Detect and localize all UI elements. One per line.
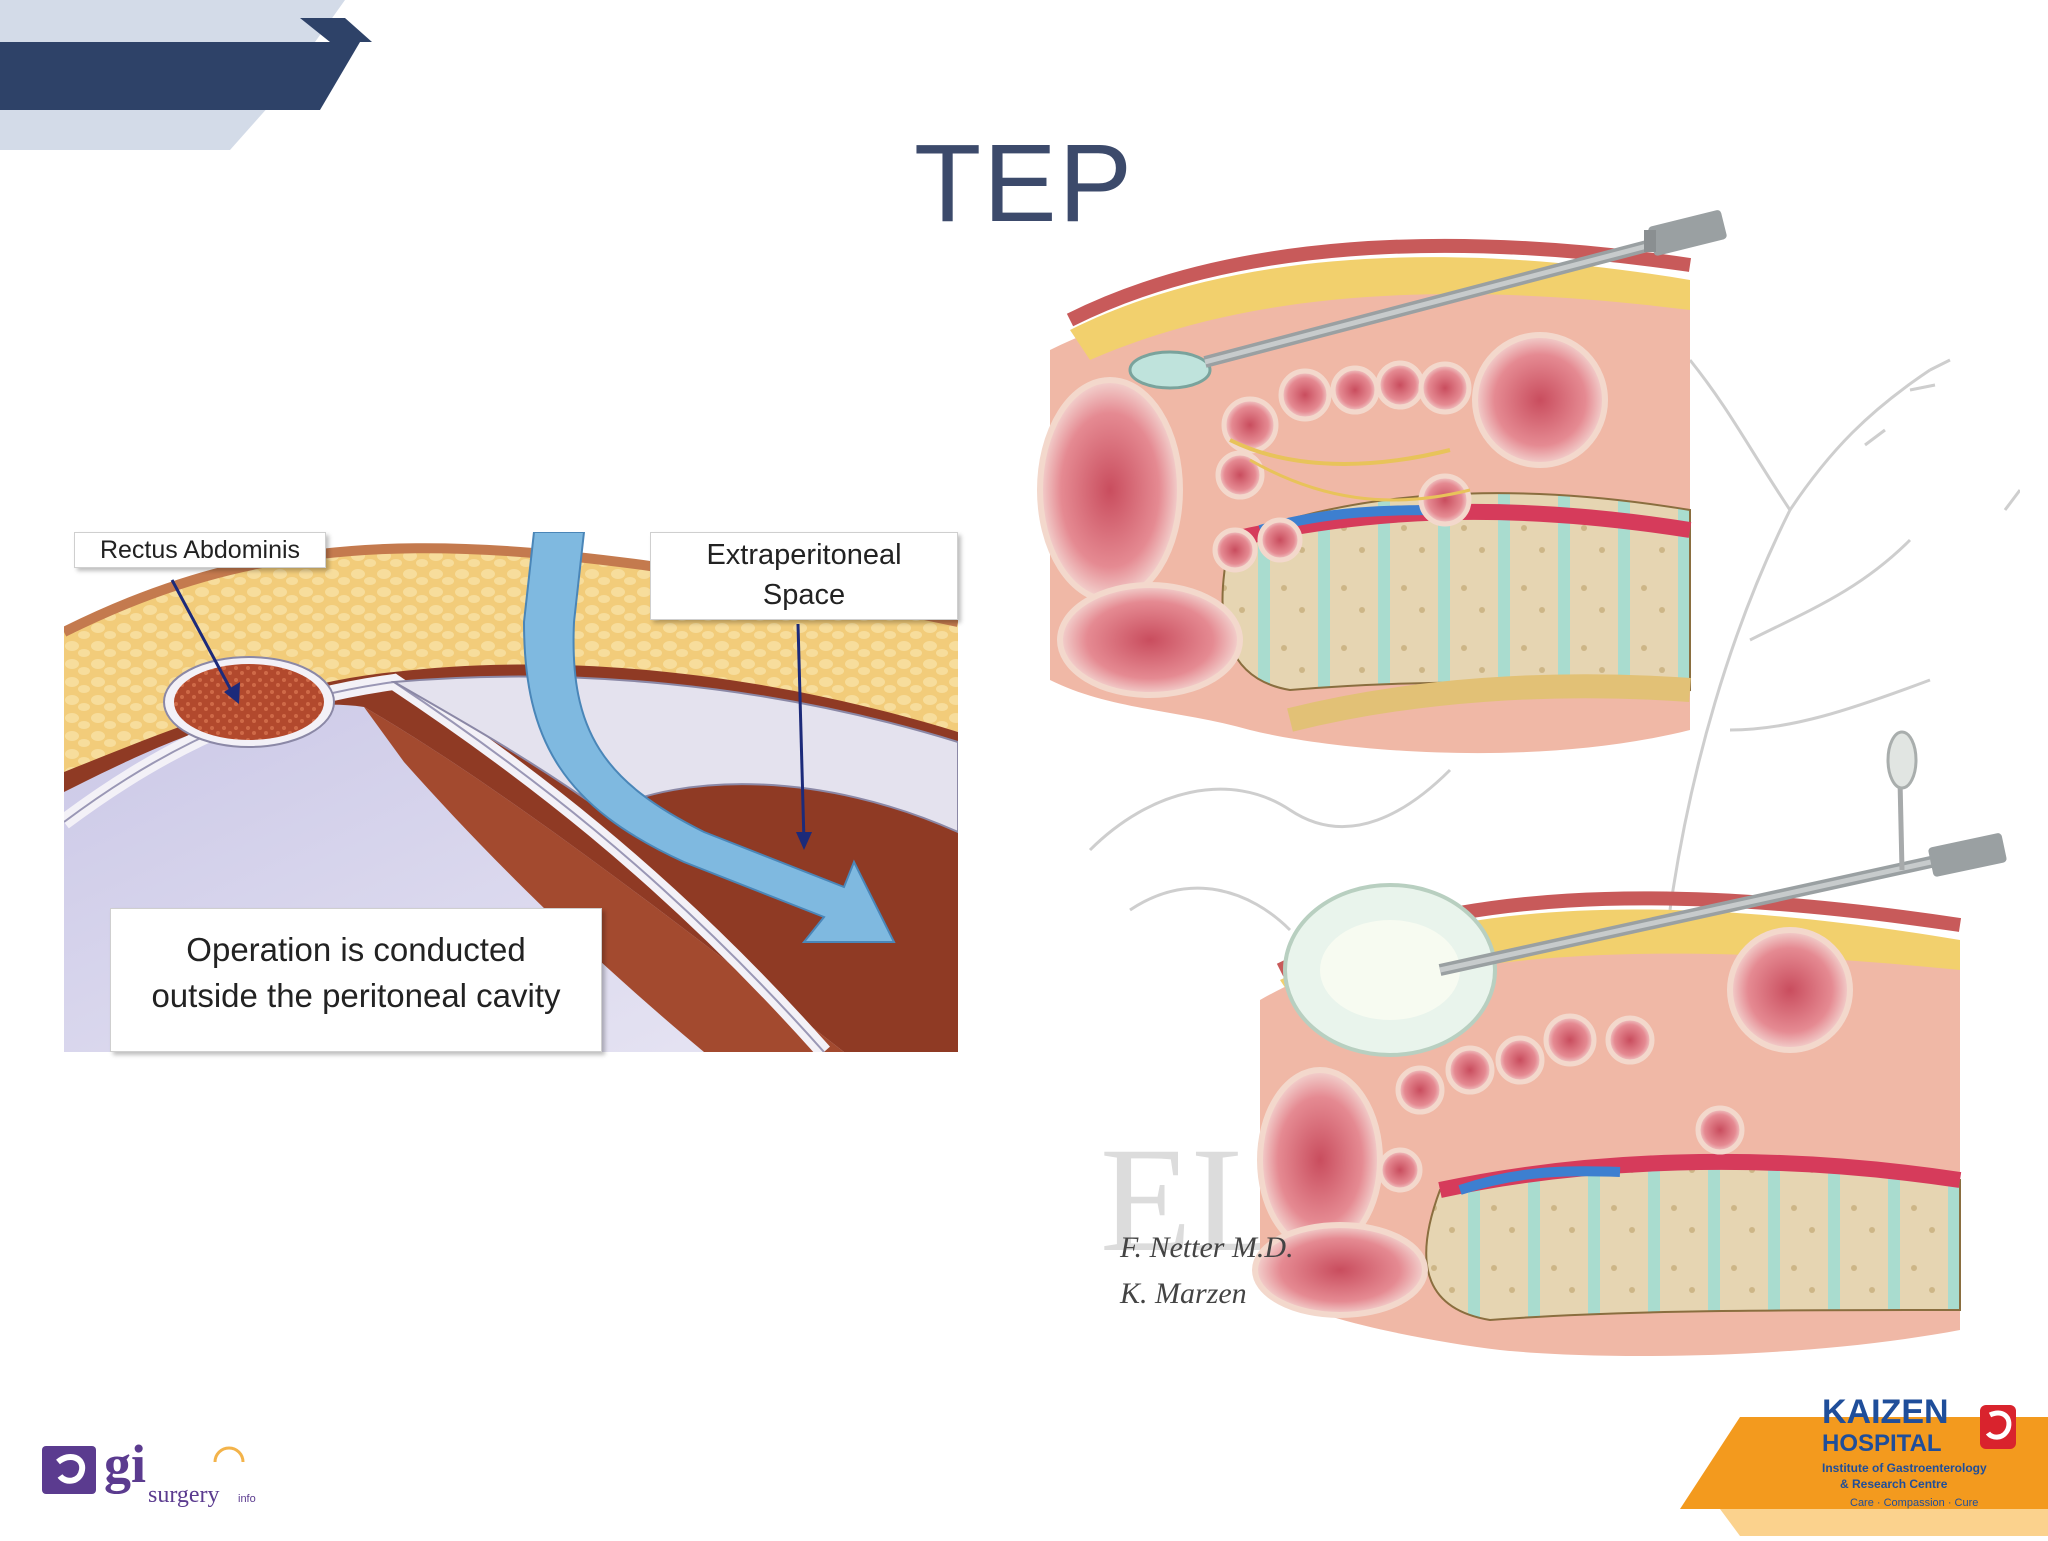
gi-surgery-logo: gi surgery info bbox=[40, 1432, 270, 1512]
kaizen-mark: KAIZEN HOSPITAL Institute of Gastroenter… bbox=[1680, 1393, 2048, 1536]
slide-title-text: TEP bbox=[914, 122, 1134, 245]
gi-logo-suffix: info bbox=[238, 1493, 256, 1505]
artist-signature: F. Netter M.D. K. Marzen bbox=[1120, 1225, 1294, 1317]
label-extra-line1: Extraperitoneal bbox=[706, 539, 902, 571]
slide-title: TEP bbox=[0, 120, 2048, 247]
signature-line2: K. Marzen bbox=[1120, 1277, 1247, 1310]
kaizen-tagline: Care · Compassion · Cure bbox=[1850, 1497, 1978, 1509]
label-operation-outside: Operation is conducted outside the perit… bbox=[110, 908, 602, 1052]
label-extraperitoneal-space: Extraperitoneal Space bbox=[650, 532, 958, 620]
label-extra-line2: Space bbox=[762, 579, 846, 611]
label-rectus-abdominis: Rectus Abdominis bbox=[74, 532, 326, 568]
tep-balloon-dissection-illustration: ELSEVIER bbox=[1037, 210, 2022, 1356]
extraperitoneal-diagram: Rectus Abdominis Extraperitoneal Space O… bbox=[64, 532, 958, 1052]
kaizen-hospital-logo: KAIZEN HOSPITAL Institute of Gastroenter… bbox=[1680, 1385, 2048, 1536]
kaizen-name: KAIZEN bbox=[1822, 1393, 1949, 1431]
banner-decoration bbox=[0, 0, 372, 150]
gi-surgery-mark: gi surgery info bbox=[42, 1434, 256, 1508]
watermark-tree bbox=[1088, 358, 2022, 932]
kaizen-institute: Institute of Gastroenterology bbox=[1822, 1461, 1987, 1475]
upper-panel bbox=[1037, 210, 1727, 754]
netter-laparoscopic-illustration: ELSEVIER bbox=[1030, 210, 2022, 1370]
label-op-line1: Operation is conducted bbox=[186, 931, 526, 968]
gi-logo-text: gi bbox=[104, 1434, 146, 1494]
kaizen-hospital-text: HOSPITAL bbox=[1822, 1430, 1942, 1457]
gi-logo-subtext: surgery bbox=[148, 1482, 220, 1508]
lower-panel bbox=[1252, 730, 2007, 1356]
signature-line1: F. Netter M.D. bbox=[1120, 1231, 1294, 1264]
kaizen-research: & Research Centre bbox=[1840, 1477, 1948, 1491]
label-op-line2: outside the peritoneal cavity bbox=[151, 977, 561, 1014]
